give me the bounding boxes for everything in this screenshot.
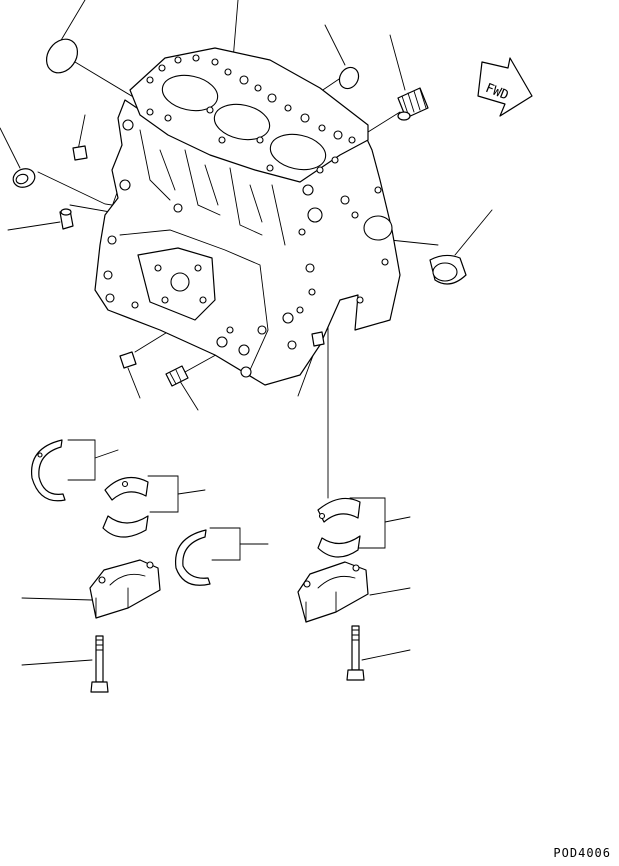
drain-plug <box>120 352 136 368</box>
main-bearing-right <box>318 498 360 557</box>
small-plug <box>73 146 87 160</box>
cylinder-block <box>95 48 400 385</box>
camshaft-bushing <box>430 255 466 284</box>
main-bearing-left <box>103 478 148 538</box>
forward-arrow: FWD <box>478 58 532 116</box>
thrust-washer-left <box>32 440 65 501</box>
dowel-plug <box>60 209 73 229</box>
main-bearing-cap-left <box>90 560 160 618</box>
figure-code: POD4006 <box>553 846 611 860</box>
small-cap <box>336 64 363 92</box>
threaded-plug-lower <box>166 366 188 386</box>
main-bearing-cap-right <box>298 562 368 622</box>
dowel-pin <box>312 332 324 346</box>
oil-seal <box>11 166 38 190</box>
thrust-washer-center <box>176 530 210 585</box>
threaded-plug <box>398 88 428 120</box>
cap-bolt-right <box>347 626 364 680</box>
cap-bolt-left <box>91 636 108 692</box>
plug-cap <box>40 33 84 79</box>
